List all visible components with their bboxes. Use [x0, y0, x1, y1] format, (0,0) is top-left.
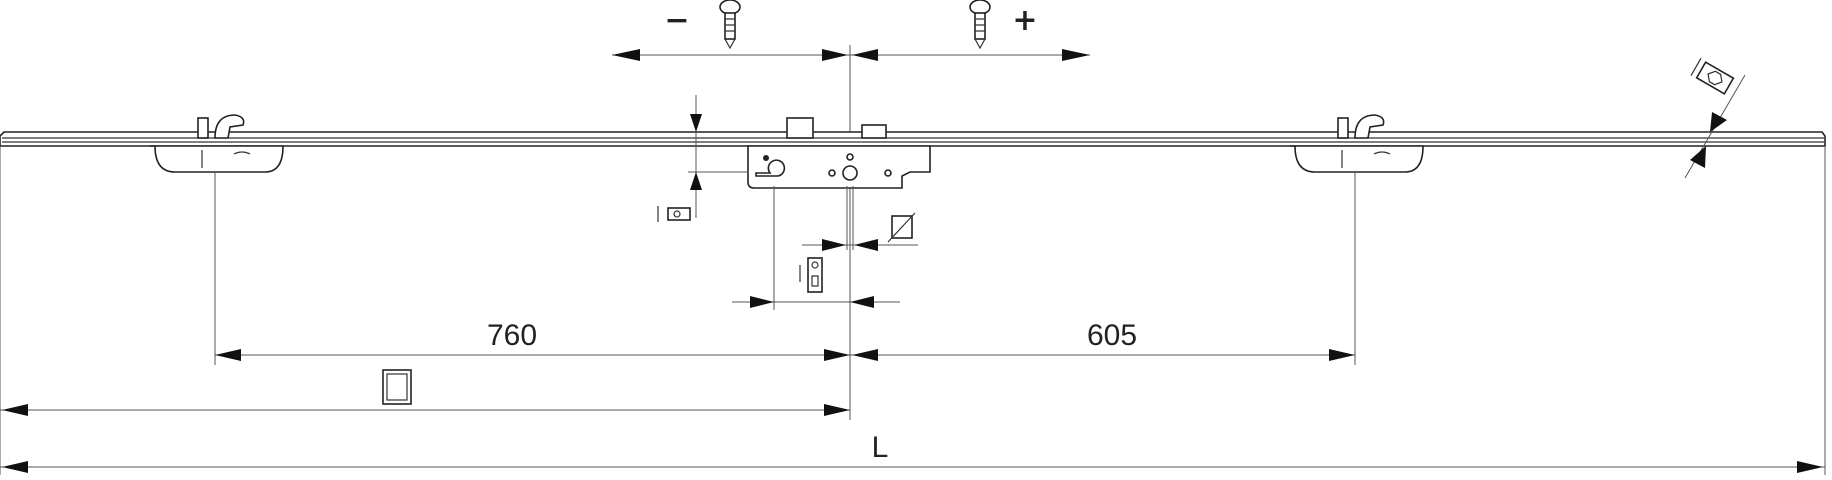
- dimension-605: 605: [850, 319, 1355, 361]
- adjustment-arrows: − +: [612, 3, 1090, 61]
- faceplate-bar: [0, 131, 1826, 147]
- screw-icon: [719, 0, 741, 50]
- plus-label: +: [1012, 3, 1037, 38]
- screw-icon: [969, 0, 991, 50]
- faceplate-profile-icon: [1690, 58, 1735, 95]
- right-hook-bolt: [1290, 114, 1424, 173]
- height-dimension: [657, 95, 748, 222]
- dimension-L: L: [0, 431, 1825, 473]
- door-icon: [382, 369, 412, 405]
- minus-label: −: [664, 3, 689, 38]
- svg-text:L: L: [872, 431, 889, 464]
- svg-text:605: 605: [1087, 319, 1137, 352]
- dimension-760: 760: [215, 319, 850, 361]
- faceplate-thickness-dimension: [1684, 58, 1746, 179]
- svg-text:760: 760: [487, 319, 537, 352]
- handle-height-dimension: [0, 369, 850, 416]
- central-lock-case: [747, 117, 931, 189]
- cylinder-dimension: [732, 186, 900, 310]
- left-hook-bolt: [150, 114, 284, 173]
- spindle-dimension: [802, 186, 918, 251]
